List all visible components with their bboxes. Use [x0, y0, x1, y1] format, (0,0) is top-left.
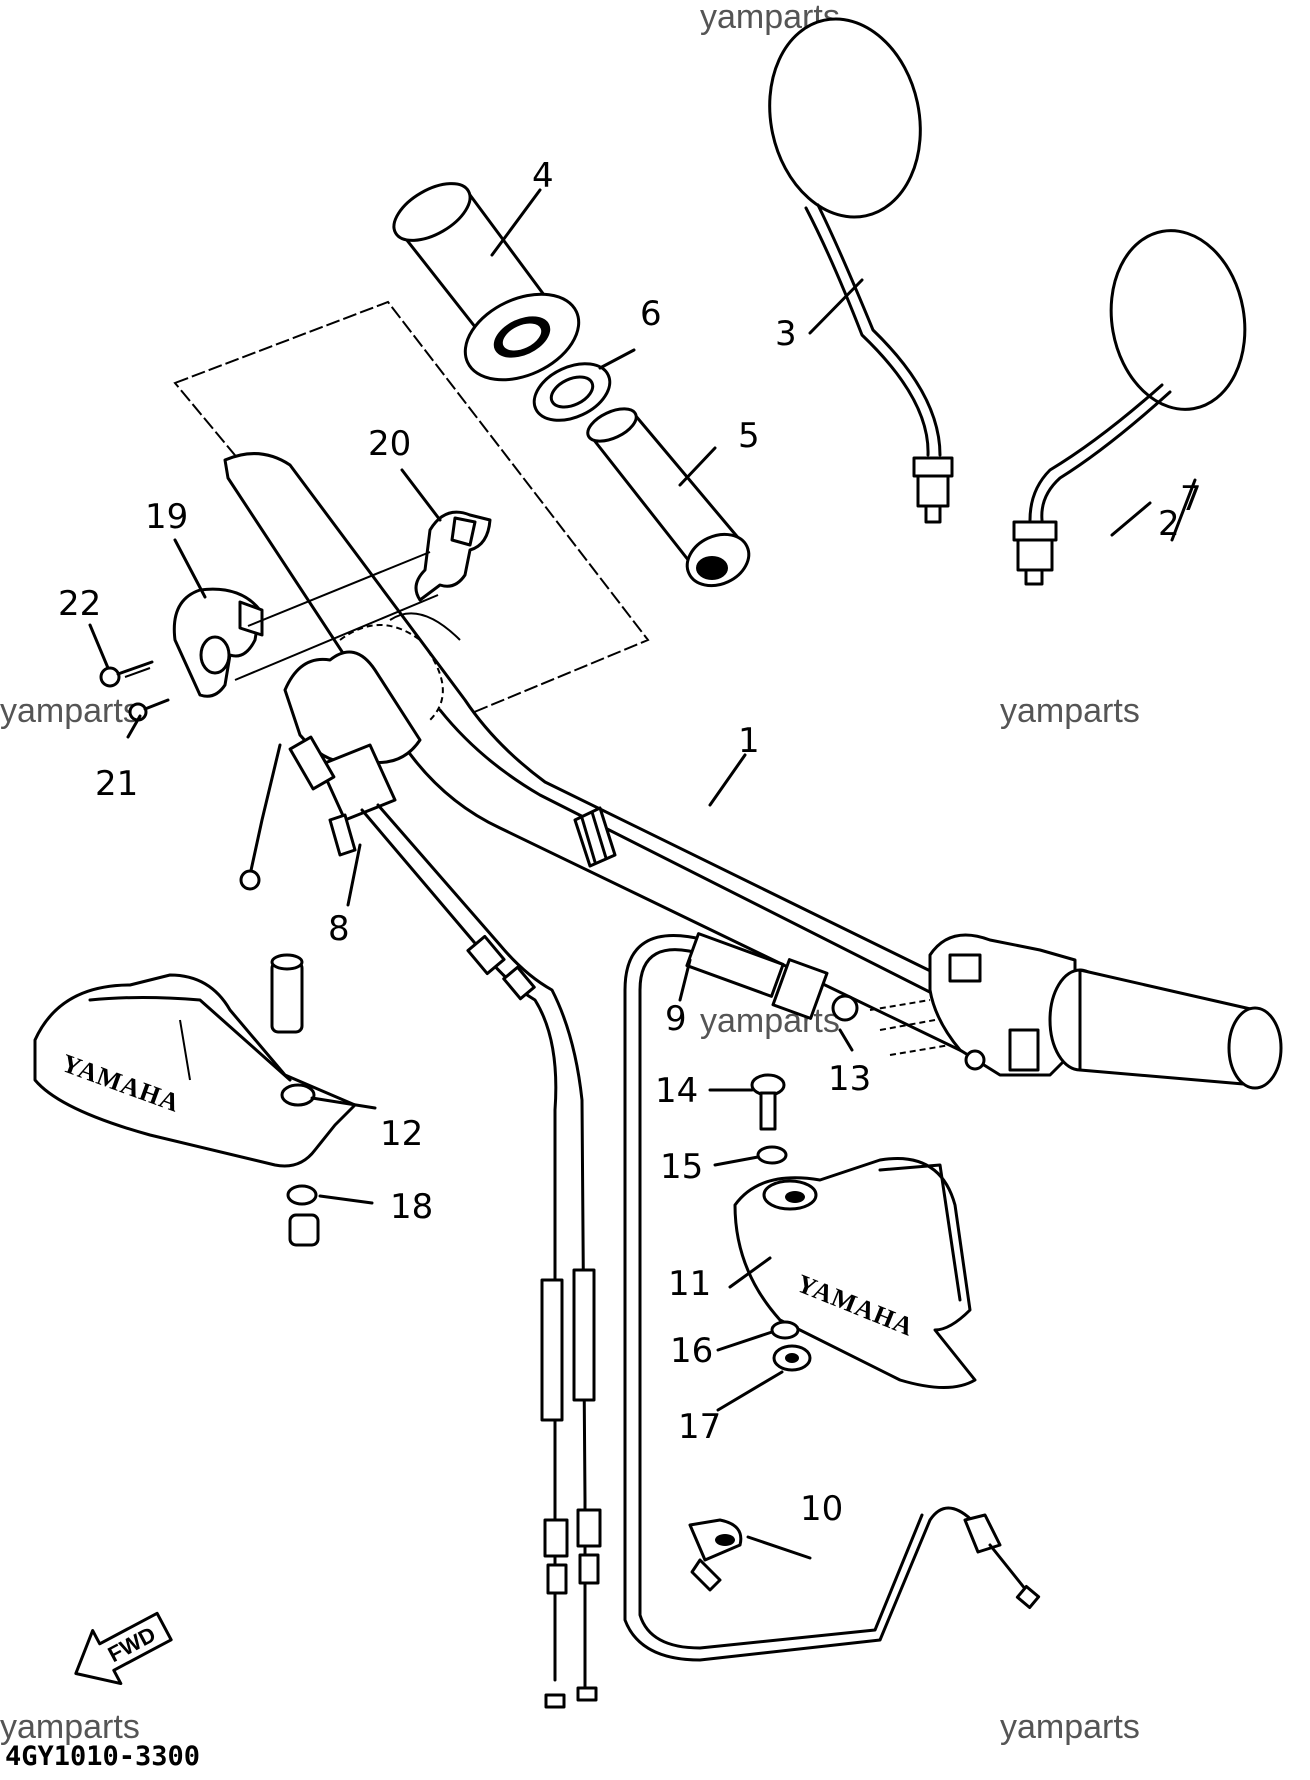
clamp-guide-upper — [247, 551, 431, 627]
screw-21 — [128, 698, 170, 722]
nut-17 — [772, 1344, 812, 1372]
callout-4: 4 — [532, 156, 554, 196]
cable-clamp-10 — [688, 1518, 743, 1592]
callout-12: 12 — [380, 1114, 423, 1154]
callout-5: 5 — [738, 416, 760, 456]
callout-19: 19 — [145, 497, 188, 537]
watermark-center: yamparts — [700, 1002, 840, 1040]
watermark-bottom-right: yamparts — [1000, 1708, 1140, 1746]
clutch-cable — [623, 932, 1041, 1662]
callout-11: 11 — [668, 1264, 711, 1304]
callout-20: 20 — [368, 424, 411, 464]
washer-16 — [770, 1320, 800, 1340]
bolt-22 — [99, 660, 154, 688]
callout-2: 2 — [1158, 504, 1180, 544]
callout-8: 8 — [328, 909, 350, 949]
grip-left-assembly — [392, 182, 751, 588]
watermark-left: yamparts — [0, 692, 140, 730]
callout-13: 13 — [828, 1059, 871, 1099]
collar-12 — [270, 953, 304, 1034]
clamp-20 — [414, 510, 492, 602]
throttle-cables — [360, 803, 602, 1709]
callout-17: 17 — [678, 1407, 721, 1447]
handguard-right: YAMAHA — [733, 1157, 977, 1389]
watermark-right: yamparts — [1000, 692, 1140, 730]
callout-16: 16 — [670, 1331, 713, 1371]
watermark-bottom-left: yamparts — [0, 1708, 140, 1746]
callout-labels: 1 2 3 4 5 6 7 8 9 10 11 12 13 14 15 16 1… — [58, 156, 1202, 1529]
handguard-left: YAMAHA — [33, 973, 357, 1168]
clamp-19 — [172, 587, 264, 698]
leader-lines — [88, 188, 1197, 1560]
fwd-arrow-icon: FWD — [74, 1611, 173, 1686]
callout-15: 15 — [660, 1147, 703, 1187]
callout-3: 3 — [775, 314, 797, 354]
clamp-guide-lower — [234, 594, 439, 681]
callout-1: 1 — [738, 721, 760, 761]
mirror-upper — [768, 17, 954, 524]
nut-18 — [286, 1184, 320, 1247]
washer-15 — [756, 1145, 788, 1165]
right-grip-assembly — [869, 933, 1283, 1090]
left-switch-assembly — [239, 612, 461, 891]
callout-21: 21 — [95, 764, 138, 804]
callout-7: 7 — [1180, 479, 1202, 519]
callout-14: 14 — [655, 1071, 698, 1111]
mirror-lower — [1012, 229, 1247, 586]
bolt-14 — [750, 1073, 786, 1131]
callout-22: 22 — [58, 584, 101, 624]
diagram-code: 4GY1010-3300 — [5, 1741, 200, 1772]
callout-18: 18 — [390, 1187, 433, 1227]
callout-9: 9 — [665, 999, 687, 1039]
callout-10: 10 — [800, 1489, 843, 1529]
callout-6: 6 — [640, 294, 662, 334]
